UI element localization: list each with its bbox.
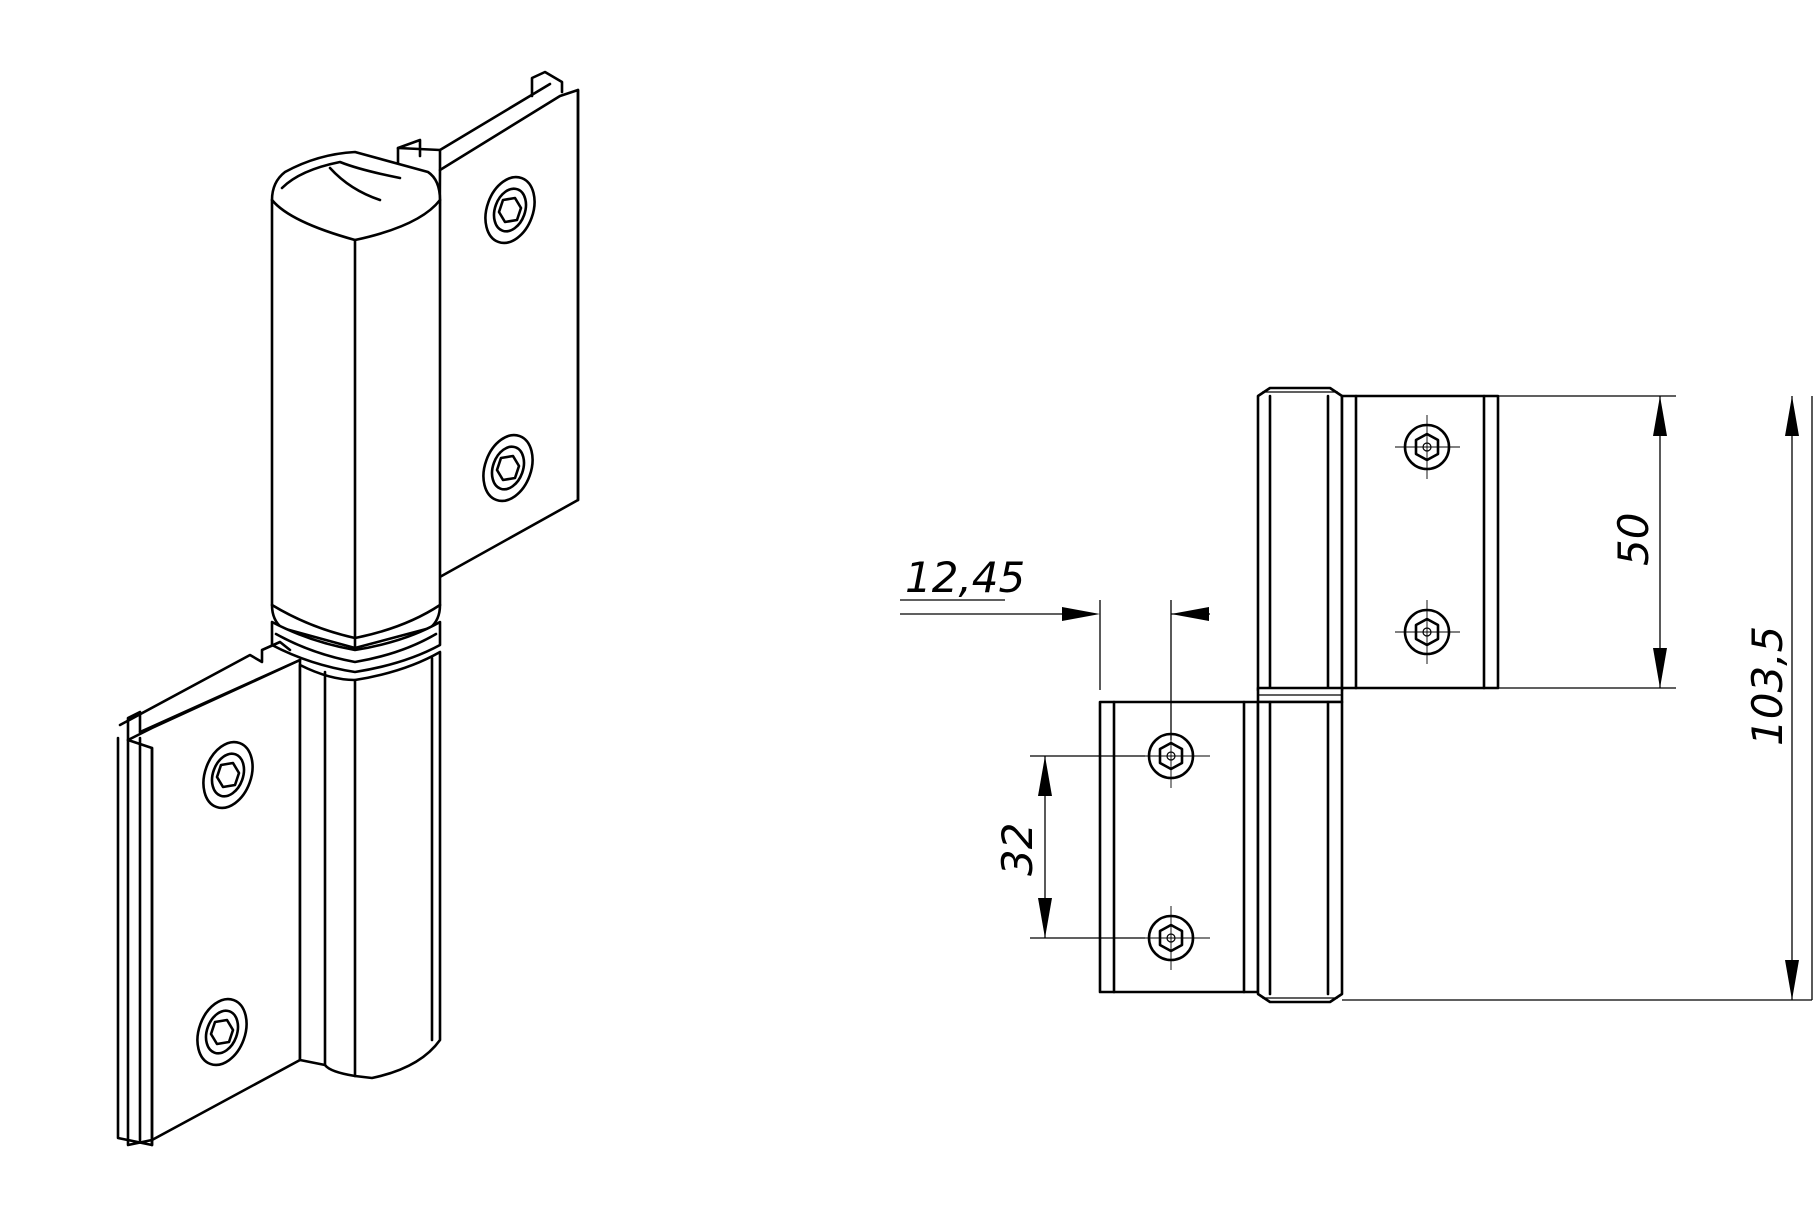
iso-screw-1-icon <box>484 175 536 245</box>
dim-overall-height: 103,5 <box>1342 396 1813 1001</box>
front-screw-1-icon <box>1395 415 1460 479</box>
iso-screw-4-icon <box>196 997 248 1067</box>
iso-screw-3-icon <box>202 740 254 810</box>
dim-upper-spacing: 50 <box>1498 395 1676 689</box>
front-lower-leaf <box>1098 700 1260 994</box>
dim-overall-height-label: 103,5 <box>1743 626 1792 746</box>
front-upper-leaf <box>1340 394 1500 690</box>
front-view: 12,45 50 32 103,5 <box>900 386 1813 1004</box>
iso-upper-leaf <box>396 70 580 580</box>
dim-upper-spacing-label: 50 <box>1609 513 1658 566</box>
dim-offset: 12,45 <box>900 553 1210 740</box>
dim-lower-spacing: 32 <box>993 755 1145 939</box>
dim-offset-label: 12,45 <box>905 553 1025 602</box>
iso-lower-leaf <box>116 640 302 1147</box>
iso-screw-2-icon <box>482 433 534 503</box>
front-lower-knuckle <box>1256 700 1344 1004</box>
isometric-view <box>116 70 580 1147</box>
front-upper-knuckle <box>1256 386 1344 704</box>
front-screw-4-icon <box>1135 906 1210 970</box>
iso-lower-knuckle <box>298 650 442 1080</box>
iso-hinge-rings <box>270 620 442 674</box>
iso-upper-knuckle <box>270 150 442 650</box>
dim-lower-spacing-label: 32 <box>993 823 1042 876</box>
front-screw-2-icon <box>1395 600 1460 664</box>
